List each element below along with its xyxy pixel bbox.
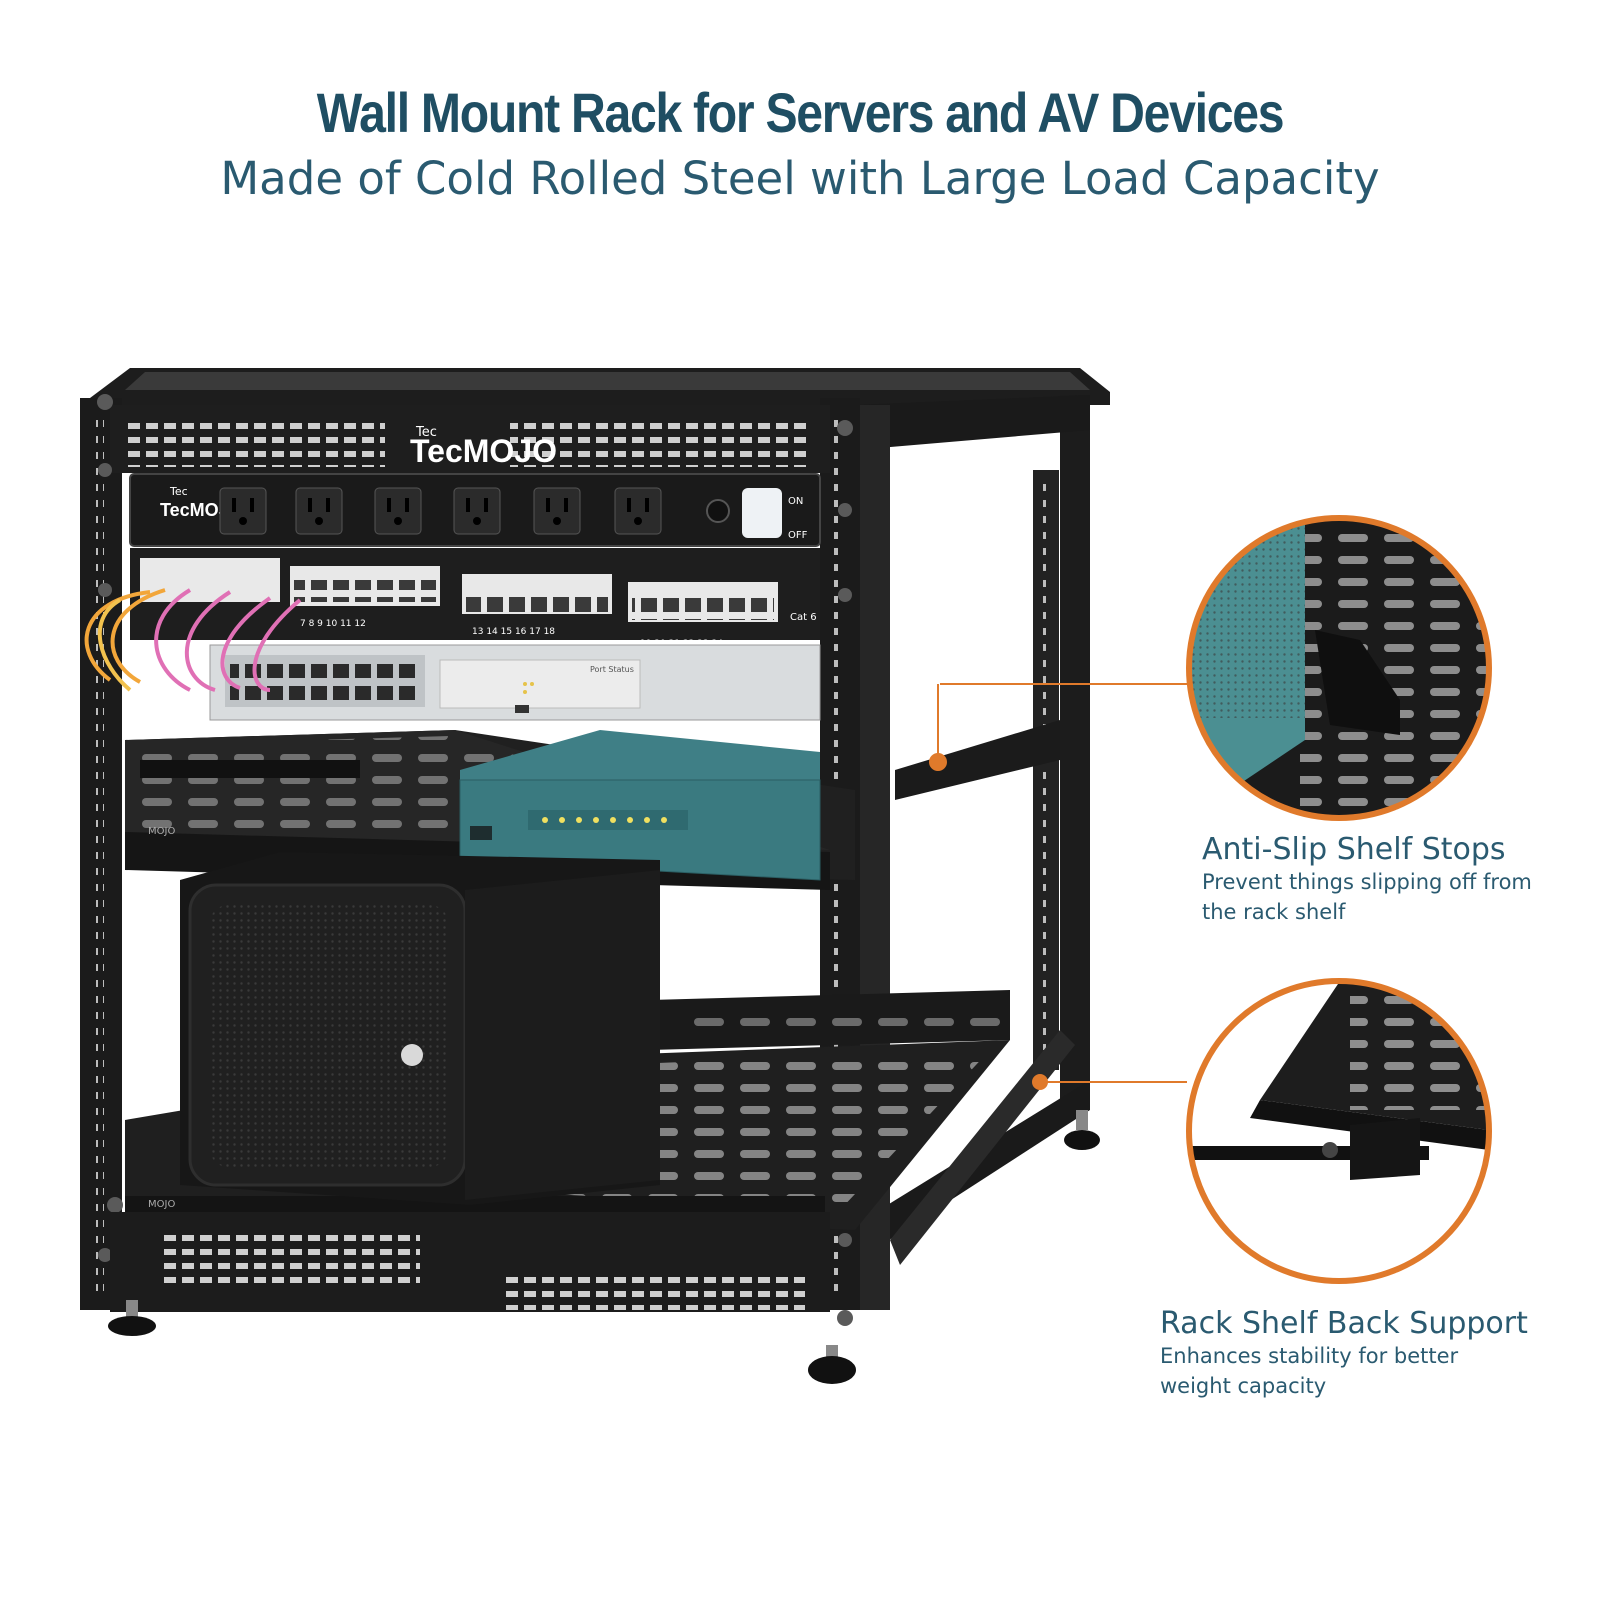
power-switch — [742, 488, 782, 538]
patch-ports-mid: 13 14 15 16 17 18 — [472, 627, 555, 637]
callout-leaders — [929, 683, 1187, 1090]
top-panel-logo-small: Tec — [415, 425, 437, 440]
rack-feet — [108, 1110, 1100, 1384]
page-subtitle: Made of Cold Rolled Steel with Large Loa… — [220, 152, 1380, 205]
patch-panel: 7 8 9 10 11 12 13 14 15 16 17 18 19 20 2… — [130, 548, 820, 649]
callout-back-support: Rack Shelf Back Support Enhances stabili… — [1160, 1306, 1528, 1401]
callout-anti-slip-title: Anti-Slip Shelf Stops — [1202, 832, 1506, 867]
bottom-panel — [110, 1212, 830, 1312]
pdu-off-label: OFF — [788, 530, 808, 541]
callout-anti-slip: Anti-Slip Shelf Stops Prevent things sli… — [1202, 832, 1542, 927]
switch-port-status: Port Status — [590, 665, 634, 674]
callout-back-support-desc: Enhances stability for better weight cap… — [1160, 1344, 1459, 1398]
power-strip: Tec TecMOJO ON OFF — [129, 473, 821, 547]
patch-ports-right: 19 20 21 22 23 24 — [640, 639, 723, 649]
zoom-anti-slip-stops — [1186, 515, 1492, 821]
breaker-icon — [706, 499, 730, 523]
outlets — [219, 487, 662, 535]
page-title: Wall Mount Rack for Servers and AV Devic… — [316, 81, 1285, 144]
router-device — [459, 730, 821, 881]
svg-text:Tec: Tec — [169, 485, 188, 498]
svg-text:MOJO: MOJO — [148, 1199, 175, 1210]
svg-text:MOJO: MOJO — [148, 826, 175, 837]
callout-back-support-title: Rack Shelf Back Support — [1160, 1306, 1528, 1341]
patch-panel-cat-label: Cat 6 — [790, 612, 817, 623]
patch-cables — [84, 588, 302, 692]
mini-pc — [180, 852, 660, 1205]
callout-anti-slip-desc: Prevent things slipping off from the rac… — [1202, 870, 1532, 924]
zoom-shelf-back-support — [1186, 978, 1492, 1284]
pdu-on-label: ON — [788, 496, 803, 507]
power-button-icon — [401, 1044, 423, 1066]
top-panel-logo: TecMOJO — [410, 433, 557, 469]
network-switch: Port Status — [209, 644, 821, 721]
patch-ports-top: 7 8 9 10 11 12 — [300, 619, 366, 629]
